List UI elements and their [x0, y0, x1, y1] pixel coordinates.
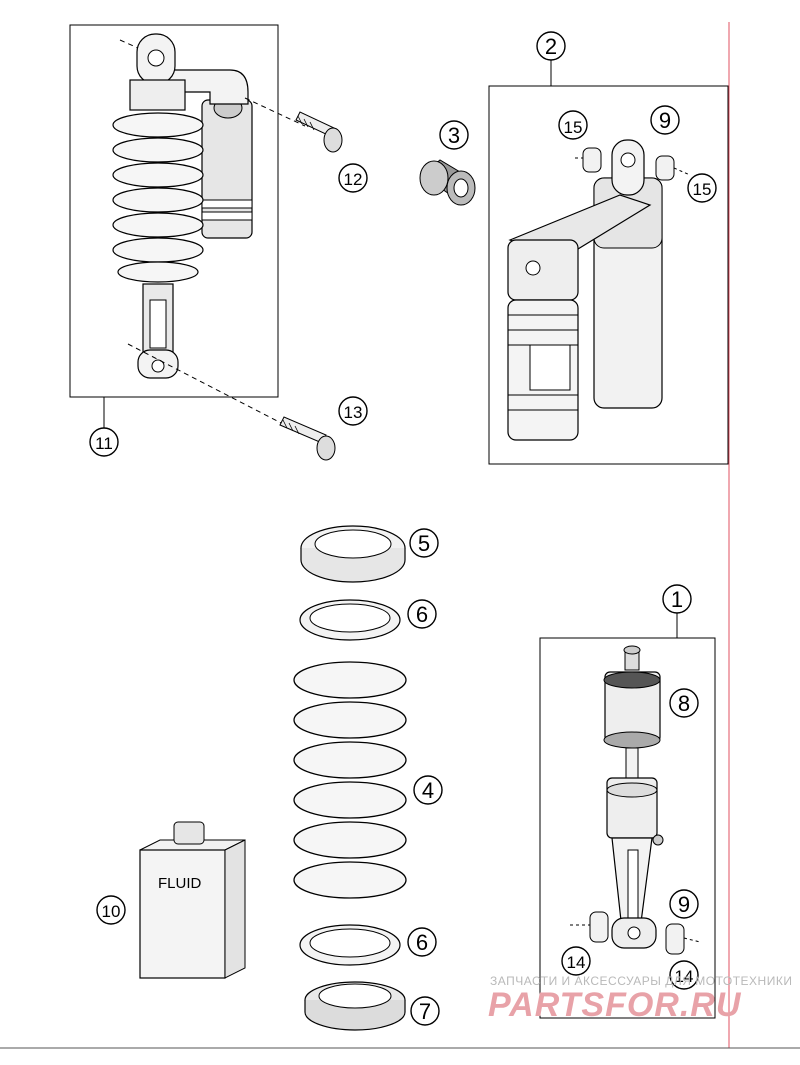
- callout-15-right: 15: [693, 180, 712, 199]
- callout-labels: 2 3 15 9 15 12 13 11 5 6 1 8 4 9 10 6 14…: [95, 34, 711, 1024]
- bolt-12: [295, 111, 343, 153]
- fluid-label: FLUID: [158, 875, 202, 892]
- callout-circles: [89, 31, 717, 1026]
- part-3-adjuster: [419, 159, 476, 206]
- part-5-adjuster-nut: [300, 525, 406, 583]
- bolt-13: [279, 416, 336, 461]
- callout-12: 12: [344, 170, 363, 189]
- part-10-fluid-bottle: [139, 821, 246, 979]
- callout-11: 11: [95, 434, 113, 453]
- part-6-washer-top: [299, 599, 401, 641]
- callout-6-bottom: 6: [416, 930, 428, 955]
- group-1-shock-body: [539, 613, 716, 1019]
- callout-13: 13: [344, 403, 363, 422]
- part-7-spring-seat: [304, 981, 406, 1031]
- part-6-washer-bottom: [299, 924, 401, 966]
- callout-8: 8: [678, 691, 690, 716]
- callout-5: 5: [418, 531, 430, 556]
- callout-6-top: 6: [416, 602, 428, 627]
- callout-7: 7: [419, 999, 431, 1024]
- callout-9-bottom: 9: [678, 892, 690, 917]
- callout-14-left: 14: [567, 953, 586, 972]
- callout-3: 3: [448, 123, 460, 148]
- callout-10: 10: [102, 902, 121, 921]
- callout-15-left: 15: [564, 118, 583, 137]
- callout-2: 2: [545, 34, 557, 59]
- callout-14-right: 14: [675, 967, 694, 986]
- callout-4: 4: [422, 778, 434, 803]
- group-2-damper: [488, 60, 729, 465]
- watermark-tagline: ЗАПЧАСТИ И АКСЕССУАРЫ ДЛЯ МОТОТЕХНИКИ: [490, 974, 792, 988]
- callout-1: 1: [671, 587, 683, 612]
- group-11-complete-shock: [69, 24, 306, 428]
- watermark-brand: PARTSFOR.RU: [488, 986, 742, 1024]
- callout-9-top: 9: [659, 108, 671, 133]
- part-4-spring: [293, 661, 407, 899]
